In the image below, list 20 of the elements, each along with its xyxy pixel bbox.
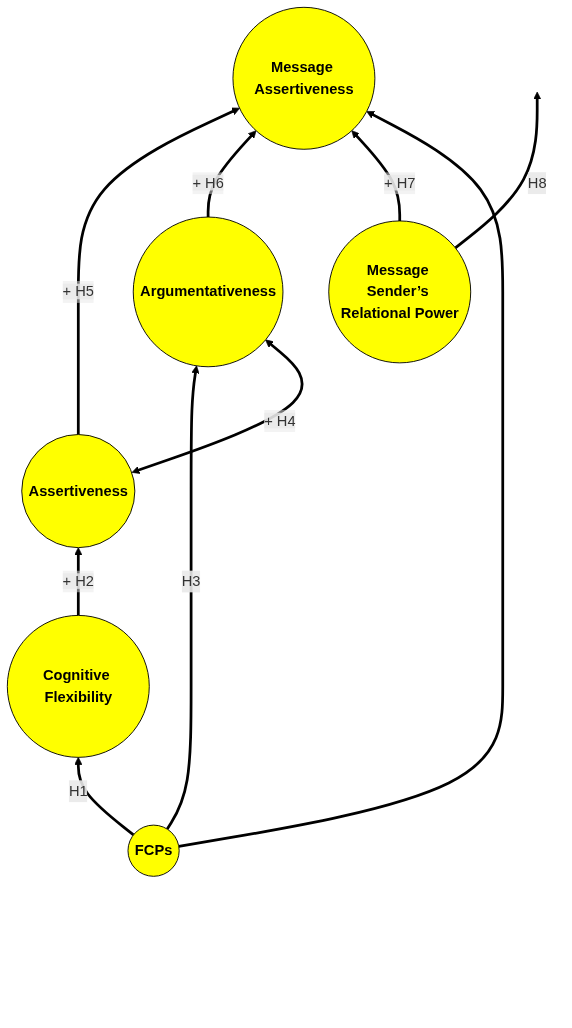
- node-circle: Argumentativeness: [132, 216, 284, 368]
- edge-label: H3: [181, 573, 201, 589]
- node-circle: Message Sender’s Relational Power: [328, 220, 472, 364]
- arrow: [178, 111, 505, 848]
- edge-label: H8: [527, 174, 547, 191]
- edge-label: + H5: [62, 283, 94, 300]
- node-circle: Assertiveness: [21, 434, 136, 549]
- arrow: [166, 365, 200, 830]
- edge-label: + H2: [62, 573, 94, 589]
- arrow: [76, 107, 240, 435]
- arrow: [131, 339, 304, 474]
- edge-label: + H4: [264, 412, 296, 429]
- node-circle: FCPs: [127, 824, 180, 877]
- edge-label: + H7: [384, 174, 416, 191]
- edge-label: + H6: [192, 174, 224, 191]
- edge-label: H1: [68, 782, 88, 799]
- arrow: [74, 757, 135, 836]
- node-circle: Message Assertiveness: [232, 6, 376, 150]
- node-circle: Cognitive Flexibility: [6, 614, 150, 758]
- arrow: [454, 91, 542, 249]
